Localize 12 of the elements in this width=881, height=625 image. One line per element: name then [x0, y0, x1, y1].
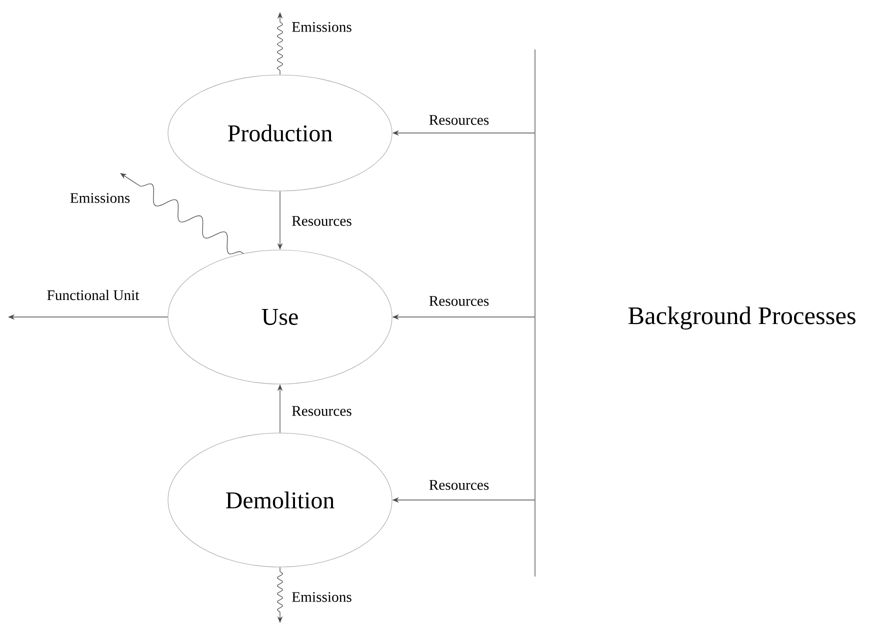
edge-label: Resources: [290, 214, 354, 228]
edge-label: Resources: [428, 478, 490, 492]
arrow: [120, 173, 244, 254]
edge-label: Emissions: [290, 590, 354, 604]
side-label: Background Processes: [628, 306, 856, 330]
edge-label: Functional Unit: [45, 288, 141, 302]
edge-label: Emissions: [290, 20, 354, 34]
boundary-line: [534, 49, 536, 577]
edge-label: Emissions: [68, 192, 132, 204]
edge-label: Resources: [290, 404, 354, 418]
edge-label: Resources: [428, 114, 490, 126]
edge-label: Resources: [428, 294, 490, 308]
